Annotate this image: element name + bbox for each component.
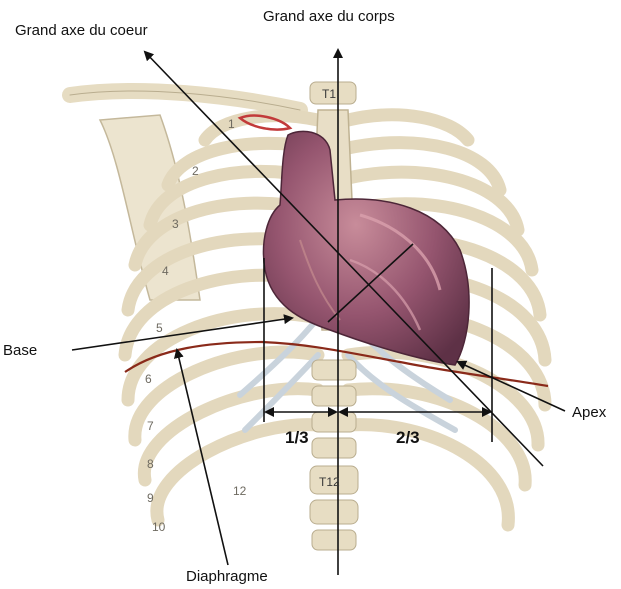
rib-number-4: 4: [162, 265, 169, 277]
base-pointer: [72, 318, 292, 350]
rib-number-2: 2: [192, 165, 199, 177]
heart-axis-label: Grand axe du coeur: [15, 23, 148, 38]
rib-number-9: 9: [147, 492, 154, 504]
rib-number-8: 8: [147, 458, 154, 470]
apex-pointer: [458, 362, 565, 411]
rib-number-7: 7: [147, 420, 154, 432]
body-axis-label: Grand axe du corps: [263, 9, 395, 24]
rib-number-1: 1: [228, 118, 235, 130]
vertebra-t12-label: T12: [319, 476, 340, 488]
apex-label: Apex: [572, 405, 606, 420]
diaphragm-label: Diaphragme: [186, 569, 268, 584]
heart: [263, 131, 469, 365]
two-thirds-label: 2/3: [396, 429, 420, 446]
rib-number-6: 6: [145, 373, 152, 385]
vertebra-t1-label: T1: [322, 88, 336, 100]
rib-number-12: 12: [233, 485, 246, 497]
diaphragm-pointer: [177, 350, 228, 565]
rib-number-10: 10: [152, 521, 165, 533]
one-third-label: 1/3: [285, 429, 309, 446]
rib-number-3: 3: [172, 218, 179, 230]
base-label: Base: [3, 343, 37, 358]
rib-number-5: 5: [156, 322, 163, 334]
